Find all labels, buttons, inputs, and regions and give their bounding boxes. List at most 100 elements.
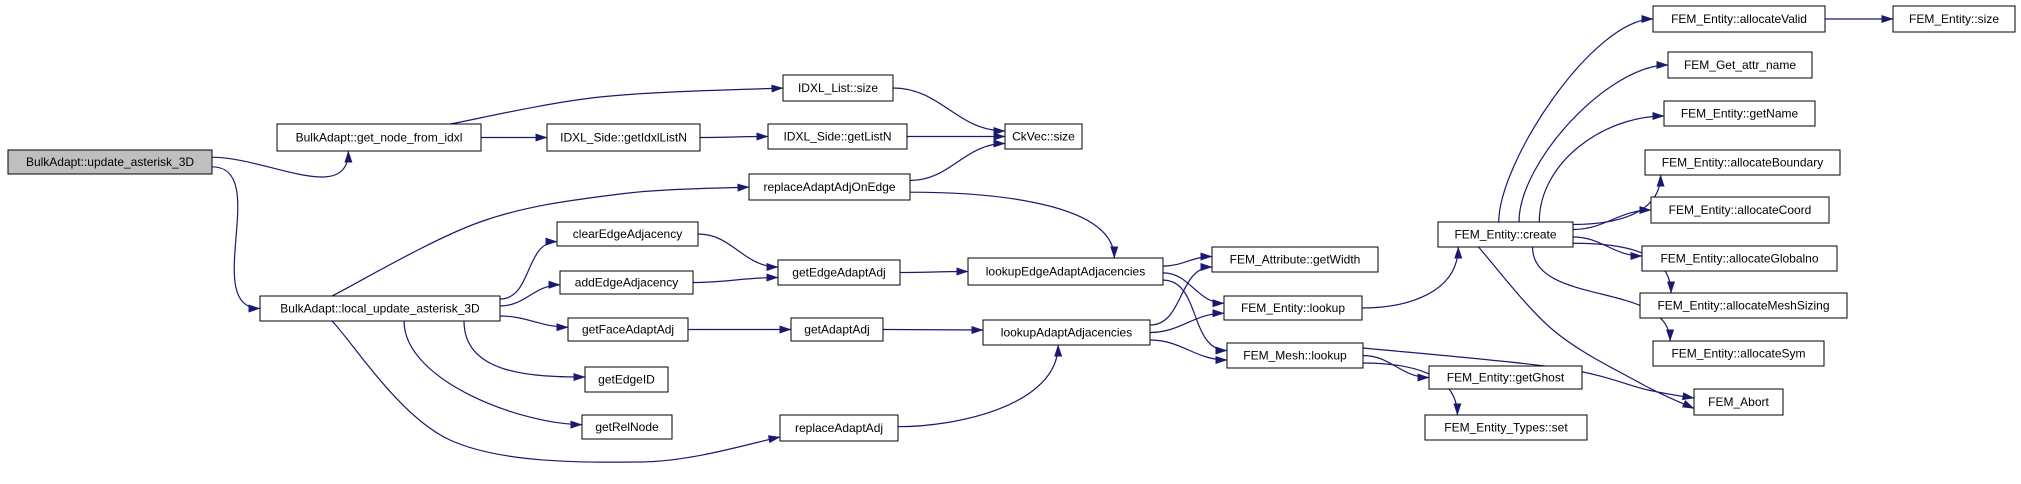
- graph-node-getedgeid[interactable]: getEdgeID: [584, 366, 669, 393]
- node-box[interactable]: [1644, 149, 1841, 176]
- node-box[interactable]: [581, 414, 673, 440]
- node-box[interactable]: [1892, 5, 2016, 33]
- graph-edge-entcreate-to-allocvalid: [1498, 15, 1654, 223]
- node-box[interactable]: [777, 259, 901, 286]
- node-box[interactable]: [276, 123, 482, 152]
- graph-node-getidxllistn[interactable]: IDXL_Side::getIdxlListN: [546, 123, 701, 152]
- graph-node-typesset[interactable]: FEM_Entity_Types::set: [1424, 414, 1588, 441]
- node-box[interactable]: [779, 414, 899, 442]
- node-box[interactable]: [1437, 221, 1574, 248]
- node-label: FEM_Entity_Types::set: [1444, 421, 1568, 435]
- node-label: FEM_Entity::getName: [1681, 107, 1799, 121]
- node-box[interactable]: [1667, 51, 1813, 79]
- node-label: FEM_Entity::allocateMeshSizing: [1657, 299, 1829, 313]
- graph-node-allocvalid[interactable]: FEM_Entity::allocateValid: [1652, 5, 1826, 33]
- graph-node-replaceonedge[interactable]: replaceAdaptAdjOnEdge: [748, 173, 911, 201]
- node-box[interactable]: [1693, 388, 1784, 416]
- node-label: clearEdgeAdjacency: [573, 227, 682, 241]
- graph-edge-localupdate-to-getface: [499, 315, 569, 332]
- node-box[interactable]: [1663, 100, 1816, 127]
- graph-edge-getedgeadaptadj-to-lookupedge: [899, 267, 969, 276]
- graph-node-femabort[interactable]: FEM_Abort: [1693, 388, 1784, 416]
- node-box[interactable]: [1428, 365, 1583, 390]
- node-box[interactable]: [1004, 123, 1083, 150]
- node-box[interactable]: [1641, 245, 1838, 272]
- node-box[interactable]: [259, 295, 501, 322]
- graph-node-localupdate[interactable]: BulkAdapt::local_update_asterisk_3D: [259, 295, 501, 322]
- graph-node-getname[interactable]: FEM_Entity::getName: [1663, 100, 1816, 127]
- graph-node-alloccoord[interactable]: FEM_Entity::allocateCoord: [1650, 196, 1830, 224]
- node-label: FEM_Abort: [1708, 395, 1769, 409]
- node-label: replaceAdaptAdjOnEdge: [763, 180, 895, 194]
- graph-edge-lookupedge-to-getwidth: [1162, 252, 1213, 267]
- graph-edge-entcreate-to-allocboundary: [1572, 174, 1665, 226]
- node-box[interactable]: [790, 317, 884, 342]
- graph-node-entlookup[interactable]: FEM_Entity::lookup: [1223, 295, 1363, 321]
- graph-node-replaceadaptadj[interactable]: replaceAdaptAdj: [779, 414, 899, 442]
- graph-node-getface[interactable]: getFaceAdaptAdj: [567, 317, 689, 342]
- node-box[interactable]: [1211, 246, 1379, 273]
- graph-edge-entcreate-to-femabort: [1478, 246, 1695, 410]
- node-box[interactable]: [546, 123, 701, 152]
- node-box[interactable]: [748, 173, 911, 201]
- graph-edge-clearedge-to-getedgeadaptadj: [697, 233, 779, 271]
- graph-node-allocglobalno[interactable]: FEM_Entity::allocateGlobalno: [1641, 245, 1838, 272]
- graph-node-getadaptadj[interactable]: getAdaptAdj: [790, 317, 884, 342]
- graph-node-addedge[interactable]: addEdgeAdjacency: [559, 270, 694, 295]
- node-box[interactable]: [1639, 292, 1848, 319]
- node-label: FEM_Entity::lookup: [1241, 301, 1345, 315]
- graph-node-allocsym[interactable]: FEM_Entity::allocateSym: [1652, 340, 1825, 367]
- graph-edge-replaceonedge-to-lookupedge: [909, 191, 1119, 259]
- graph-node-meshlookup[interactable]: FEM_Mesh::lookup: [1226, 342, 1364, 369]
- graph-node-getrelnode[interactable]: getRelNode: [581, 414, 673, 440]
- graph-edge-update3d-to-localupdate: [211, 166, 261, 313]
- node-box[interactable]: [967, 257, 1164, 286]
- node-box[interactable]: [782, 74, 894, 102]
- node-box[interactable]: [1652, 5, 1826, 33]
- graph-edge-update3d-to-getnode: [211, 150, 353, 178]
- node-label: IDXL_Side::getListN: [783, 130, 891, 144]
- graph-node-lookupedge[interactable]: lookupEdgeAdaptAdjacencies: [967, 257, 1164, 286]
- graph-edge-idxllistsize-to-ckvecsize: [892, 87, 1006, 135]
- graph-edge-lookupadapt-to-meshlookup: [1149, 339, 1228, 364]
- graph-node-entcreate[interactable]: FEM_Entity::create: [1437, 221, 1574, 248]
- node-box[interactable]: [1650, 196, 1830, 224]
- graph-node-clearedge[interactable]: clearEdgeAdjacency: [556, 221, 699, 247]
- node-label: getAdaptAdj: [804, 323, 869, 337]
- node-box[interactable]: [556, 221, 699, 247]
- graph-node-ckvecsize[interactable]: CkVec::size: [1004, 123, 1083, 150]
- node-label: lookupAdaptAdjacencies: [1001, 326, 1132, 340]
- graph-node-getattrname[interactable]: FEM_Get_attr_name: [1667, 51, 1813, 79]
- graph-edge-entcreate-to-allocmeshsizing: [1572, 242, 1676, 294]
- graph-node-entsize[interactable]: FEM_Entity::size: [1892, 5, 2016, 33]
- node-box[interactable]: [767, 123, 908, 150]
- graph-node-allocboundary[interactable]: FEM_Entity::allocateBoundary: [1644, 149, 1841, 176]
- node-box[interactable]: [982, 319, 1151, 346]
- node-box[interactable]: [1424, 414, 1588, 441]
- node-label: getFaceAdaptAdj: [582, 323, 674, 337]
- graph-edge-entcreate-to-allocsym: [1531, 246, 1675, 342]
- node-label: FEM_Entity::allocateCoord: [1669, 203, 1812, 217]
- node-label: IDXL_Side::getIdxlListN: [560, 131, 687, 145]
- node-box[interactable]: [584, 366, 669, 393]
- graph-edge-meshlookup-to-getghost: [1362, 354, 1430, 382]
- graph-node-getwidth[interactable]: FEM_Attribute::getWidth: [1211, 246, 1379, 273]
- graph-node-getedgeadaptadj[interactable]: getEdgeAdaptAdj: [777, 259, 901, 286]
- node-box[interactable]: [567, 317, 689, 342]
- graph-node-getnode[interactable]: BulkAdapt::get_node_from_idxl: [276, 123, 482, 152]
- node-label: FEM_Entity::allocateValid: [1671, 12, 1807, 26]
- graph-node-lookupadapt[interactable]: lookupAdaptAdjacencies: [982, 319, 1151, 346]
- node-box[interactable]: [1223, 295, 1363, 321]
- node-label: FEM_Entity::allocateSym: [1671, 347, 1805, 361]
- graph-edge-entcreate-to-alloccoord: [1572, 206, 1652, 231]
- node-box[interactable]: [1652, 340, 1825, 367]
- graph-edge-lookupadapt-to-getwidth: [1149, 263, 1213, 326]
- node-box[interactable]: [1226, 342, 1364, 369]
- graph-node-allocmeshsizing[interactable]: FEM_Entity::allocateMeshSizing: [1639, 292, 1848, 319]
- graph-node-idxllistsize[interactable]: IDXL_List::size: [782, 74, 894, 102]
- graph-edge-lookupedge-to-meshlookup: [1162, 279, 1228, 355]
- graph-node-getlistn[interactable]: IDXL_Side::getListN: [767, 123, 908, 150]
- node-box[interactable]: [559, 270, 694, 295]
- graph-node-getghost[interactable]: FEM_Entity::getGhost: [1428, 365, 1583, 390]
